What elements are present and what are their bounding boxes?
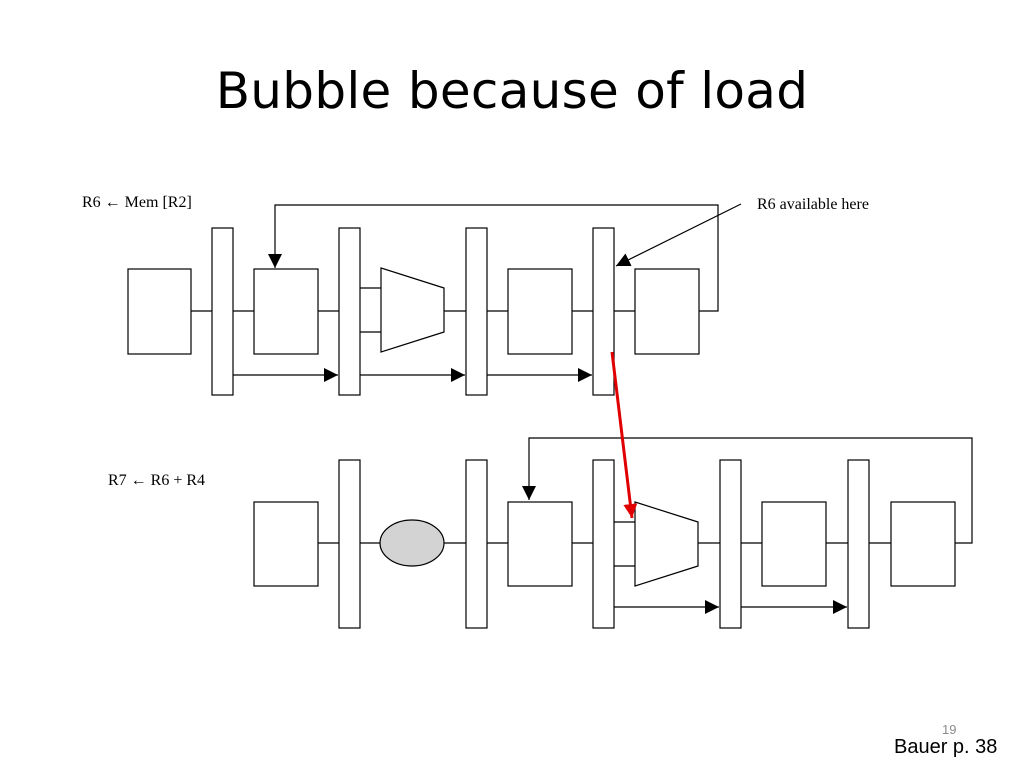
memory-stage-box — [507, 268, 573, 355]
slide-title: Bubble because of load — [215, 62, 809, 120]
pipeline-register — [338, 459, 361, 629]
pipeline-register — [592, 459, 615, 629]
decode-stage-box — [253, 268, 319, 355]
add-pipeline — [253, 437, 973, 629]
pipeline-register — [465, 227, 488, 396]
decode-stage-box — [507, 501, 573, 587]
pipeline-register — [465, 459, 488, 629]
pipeline-bubble — [379, 519, 445, 567]
fetch-stage-box — [127, 268, 192, 355]
pipeline-register — [211, 227, 234, 396]
alu-stage — [380, 267, 445, 353]
add-instruction-label: R7 ← R6 + R4 — [108, 472, 205, 489]
writeback-stage-box — [890, 501, 956, 587]
pipeline-register — [592, 227, 615, 396]
page-number: 19 — [942, 722, 957, 737]
memory-stage-box — [761, 501, 827, 587]
fetch-stage-box — [253, 501, 319, 587]
pipeline-register — [338, 227, 361, 396]
alu-stage — [634, 501, 699, 587]
load-instruction-label: R6 ← Mem [R2] — [82, 194, 192, 211]
load-pipeline — [127, 203, 742, 396]
r6-available-annotation: R6 available here — [757, 196, 869, 213]
writeback-stage-box — [634, 268, 700, 355]
pipeline-register — [847, 459, 870, 629]
forwarding-arrow — [610, 351, 638, 519]
citation: Bauer p. 38 — [894, 736, 998, 758]
pipeline-register — [719, 459, 742, 629]
